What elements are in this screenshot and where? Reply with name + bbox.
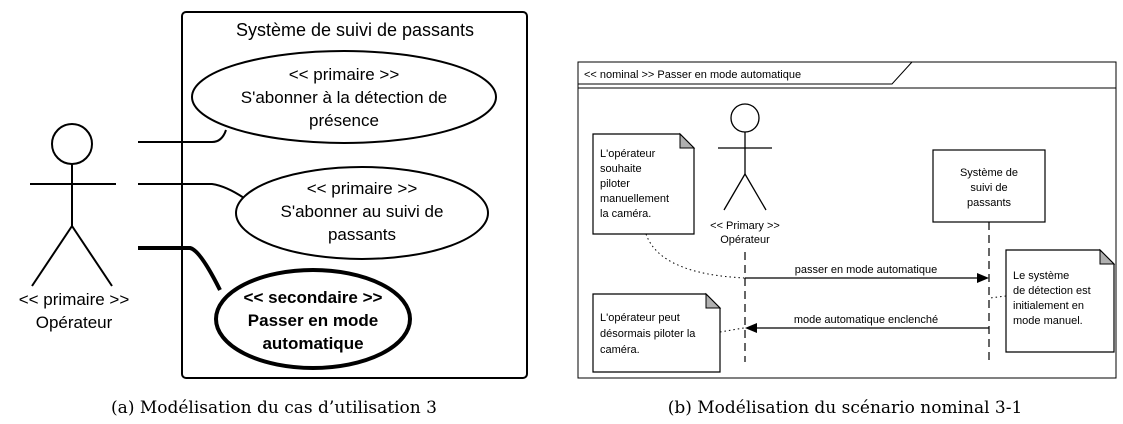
- use-case-automatique: [214, 268, 412, 370]
- use-case-diagram: Système de suivi de passants << primaire…: [19, 11, 528, 418]
- actor-b-right-leg: [744, 173, 767, 211]
- actor-stereotype: << primaire >>: [19, 290, 130, 309]
- note-top-left: L'opérateur souhaite piloter manuellemen…: [592, 132, 696, 235]
- system-object-box: [932, 149, 1046, 223]
- use-case-automatique-line2: Passer en mode: [248, 311, 378, 330]
- message-2-arrowhead: [745, 323, 757, 333]
- use-case-detection-stereotype: << primaire >>: [289, 65, 400, 84]
- use-case-suivi-stereotype: << primaire >>: [307, 179, 418, 198]
- use-case-detection: [191, 50, 497, 144]
- association-line-detection: [138, 129, 227, 143]
- note-top-left-line3: piloter: [600, 178, 630, 190]
- use-case-automatique-line3: automatique: [262, 334, 363, 353]
- use-case-detection-line3: présence: [309, 111, 379, 130]
- actor-b-name: Opérateur: [720, 234, 770, 246]
- note-right-line2: de détection est: [1013, 285, 1091, 297]
- note-bottom-left-line3: caméra.: [600, 344, 640, 356]
- actor-left-leg: [31, 225, 73, 287]
- system-object-line1: Système de: [960, 167, 1018, 179]
- note-top-left-line1: L'opérateur: [600, 148, 656, 160]
- system-object-line2: suivi de: [970, 182, 1007, 194]
- system-title: Système de suivi de passants: [236, 20, 474, 40]
- use-case-detection-line2: S'abonner à la détection de: [241, 88, 447, 107]
- frame-title: << nominal >> Passer en mode automatique: [584, 69, 801, 81]
- operator-actor: [30, 123, 116, 287]
- note-top-left-connector: [645, 233, 746, 279]
- association-line-automatique: [138, 246, 222, 291]
- note-bottom-left-line1: L'opérateur peut: [600, 312, 680, 324]
- note-top-left-line5: la caméra.: [600, 208, 651, 220]
- sequence-diagram: << nominal >> Passer en mode automatique…: [577, 61, 1117, 418]
- actor-right-leg: [71, 225, 113, 287]
- note-bottom-left: L'opérateur peut désormais piloter la ca…: [592, 292, 722, 373]
- actor-b-left-leg: [723, 173, 746, 211]
- note-right: Le système de détection est initialement…: [1005, 248, 1116, 353]
- use-case-suivi: [235, 166, 489, 260]
- actor-name: Opérateur: [36, 313, 113, 332]
- system-object-line3: passants: [967, 197, 1012, 209]
- note-bottom-left-line2: désormais piloter la: [600, 328, 696, 340]
- note-top-left-line2: souhaite: [600, 163, 642, 175]
- note-right-line1: Le système: [1013, 270, 1069, 282]
- note-right-line4: mode manuel.: [1013, 315, 1083, 327]
- message-1-label: passer en mode automatique: [795, 264, 937, 276]
- use-case-automatique-stereotype: << secondaire >>: [244, 288, 383, 307]
- actor-head: [51, 123, 93, 165]
- use-case-suivi-line2: S'abonner au suivi de: [281, 202, 444, 221]
- association-line-suivi: [138, 183, 245, 199]
- operator-actor-b: [718, 103, 772, 211]
- caption-a: (a) Modélisation du cas d’utilisation 3: [111, 398, 437, 418]
- frame-title-tab: [578, 61, 913, 85]
- caption-b: (b) Modélisation du scénario nominal 3-1: [668, 398, 1023, 418]
- message-1-arrowhead: [977, 273, 989, 283]
- note-right-line3: initialement en: [1013, 300, 1084, 312]
- note-top-left-line4: manuellement: [600, 193, 669, 205]
- actor-b-stereotype: << Primary >>: [710, 220, 780, 232]
- message-2-label: mode automatique enclenché: [794, 314, 938, 326]
- use-case-suivi-line3: passants: [328, 225, 396, 244]
